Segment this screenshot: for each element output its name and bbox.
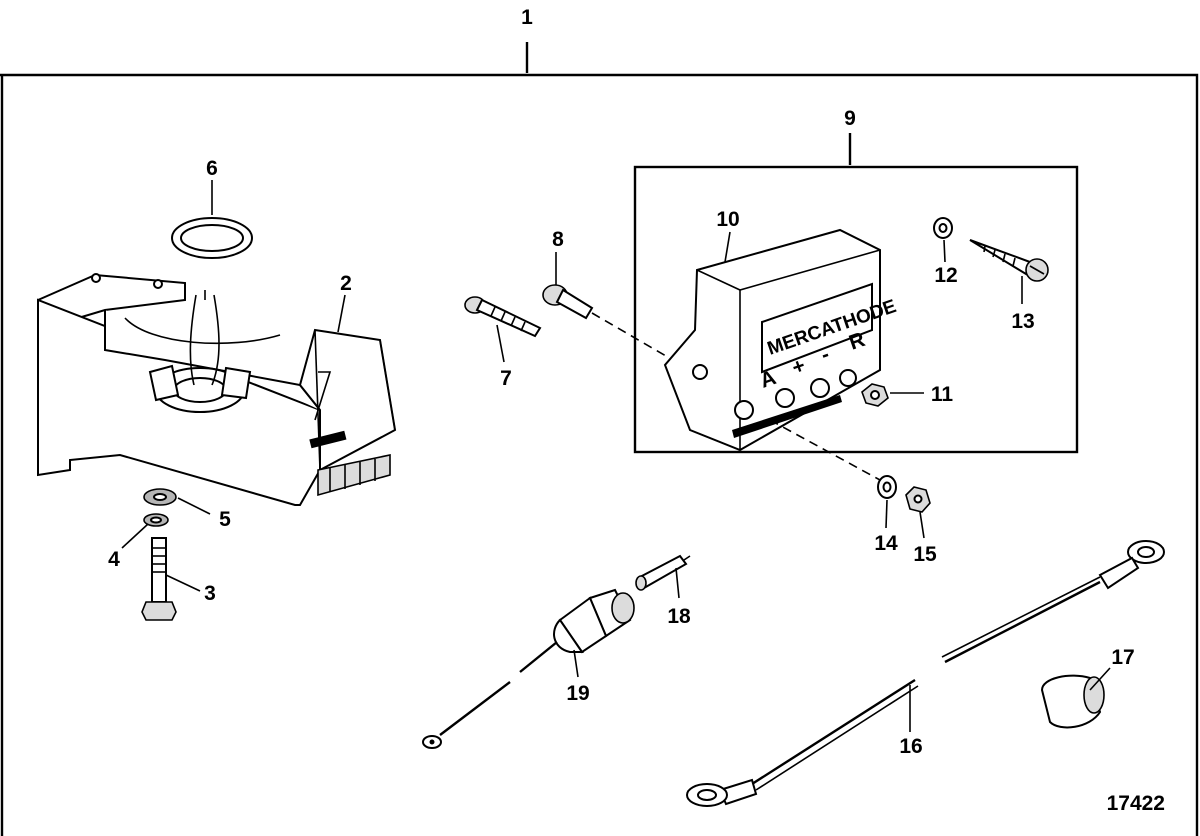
reference-electrode (422, 588, 635, 749)
sleeve (635, 554, 691, 591)
callout-16: 16 (899, 735, 922, 758)
hex-nut-15 (905, 486, 931, 513)
terminal-a-label: A (757, 366, 779, 393)
callout-17: 17 (1111, 646, 1134, 669)
leader-lines (121, 180, 1111, 732)
callout-13: 13 (1011, 310, 1034, 333)
callout-19: 19 (566, 682, 589, 705)
hex-nut-small (861, 383, 889, 407)
anode-bracket (37, 273, 397, 506)
callout-7: 7 (500, 367, 512, 390)
callout-8: 8 (552, 228, 564, 251)
callout-labels: 1 2 3 4 5 6 7 8 9 10 11 12 13 14 15 16 1… (108, 6, 1135, 758)
controller-unit: MERCATHODE A + - R (663, 228, 899, 452)
lock-washer (143, 513, 169, 527)
callout-15: 15 (913, 543, 937, 566)
hex-bolt (141, 537, 177, 621)
callout-9: 9 (844, 107, 856, 130)
callout-10: 10 (716, 208, 739, 231)
short-screw (542, 284, 594, 320)
callout-4: 4 (108, 548, 120, 571)
long-screw (464, 296, 542, 338)
terminal-r-label: R (846, 328, 868, 355)
lead-wire (686, 540, 1165, 807)
callout-18: 18 (667, 605, 691, 628)
washer-14 (877, 475, 897, 499)
kit-frame (0, 42, 1199, 836)
callout-11: 11 (931, 383, 954, 406)
callout-12: 12 (934, 264, 957, 287)
figure-number: 17422 (1107, 792, 1165, 815)
terminal-cap (1040, 674, 1105, 729)
callout-5: 5 (219, 508, 231, 531)
small-washer (933, 217, 953, 239)
flat-washer (143, 488, 177, 506)
callout-1: 1 (521, 6, 533, 29)
callout-2: 2 (340, 272, 352, 295)
callout-3: 3 (204, 582, 216, 605)
wood-screw (969, 239, 1049, 282)
o-ring (171, 217, 253, 259)
callout-14: 14 (874, 532, 898, 555)
controller-kit-frame (633, 133, 1079, 454)
callout-6: 6 (206, 157, 218, 180)
